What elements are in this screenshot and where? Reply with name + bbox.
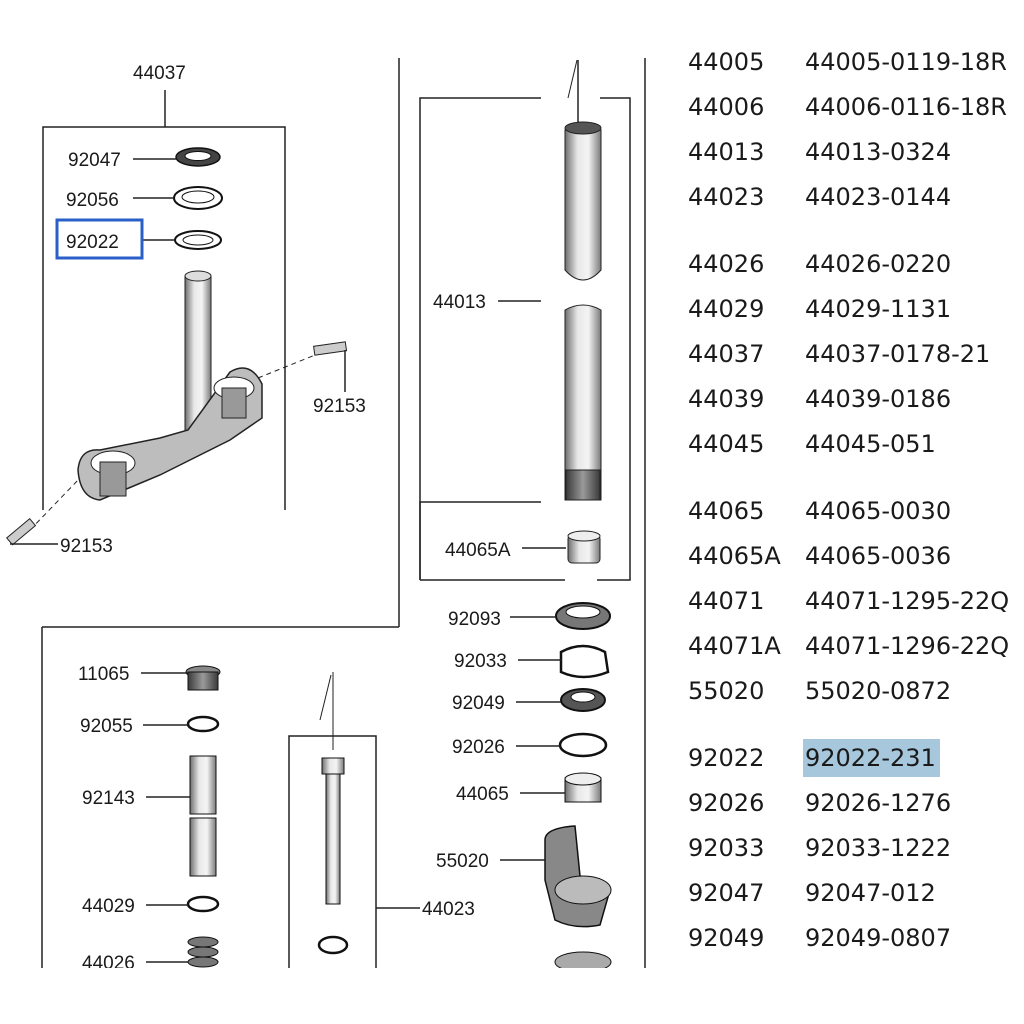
damper-parts <box>185 665 349 968</box>
callout-44065[interactable]: 44065 <box>456 784 509 805</box>
callout-44037[interactable]: 44037 <box>133 63 186 84</box>
callout-44065A[interactable]: 44065A <box>445 540 511 561</box>
callout-92022[interactable]: 92022 <box>66 232 119 253</box>
callout-44013[interactable]: 44013 <box>433 292 486 313</box>
callout-92153-upper[interactable]: 92153 <box>313 396 366 417</box>
callout-92055[interactable]: 92055 <box>80 716 133 737</box>
callout-11065[interactable]: 11065 <box>78 664 129 685</box>
callout-44023[interactable]: 44023 <box>422 899 475 920</box>
frame-lines <box>41 58 646 970</box>
callout-92143[interactable]: 92143 <box>82 788 135 809</box>
callout-92056[interactable]: 92056 <box>66 190 119 211</box>
callout-92026[interactable]: 92026 <box>452 737 505 758</box>
callout-44029[interactable]: 44029 <box>82 896 135 917</box>
seal-stack <box>544 602 612 973</box>
callout-92049[interactable]: 92049 <box>452 693 505 714</box>
callout-92047[interactable]: 92047 <box>68 150 121 171</box>
leader-lines <box>10 158 566 963</box>
callout-92093[interactable]: 92093 <box>448 609 501 630</box>
bottom-margin <box>0 968 1024 1024</box>
callout-labels: 44037 92047 92056 92022 92153 92153 4401… <box>60 63 511 974</box>
callout-92153-lower[interactable]: 92153 <box>60 536 113 557</box>
callout-55020[interactable]: 55020 <box>436 851 489 872</box>
callout-92033[interactable]: 92033 <box>454 651 507 672</box>
inner-tube-44013 <box>564 59 602 564</box>
steering-stem-44037 <box>5 147 348 546</box>
callout-92022-highlight <box>55 218 144 260</box>
